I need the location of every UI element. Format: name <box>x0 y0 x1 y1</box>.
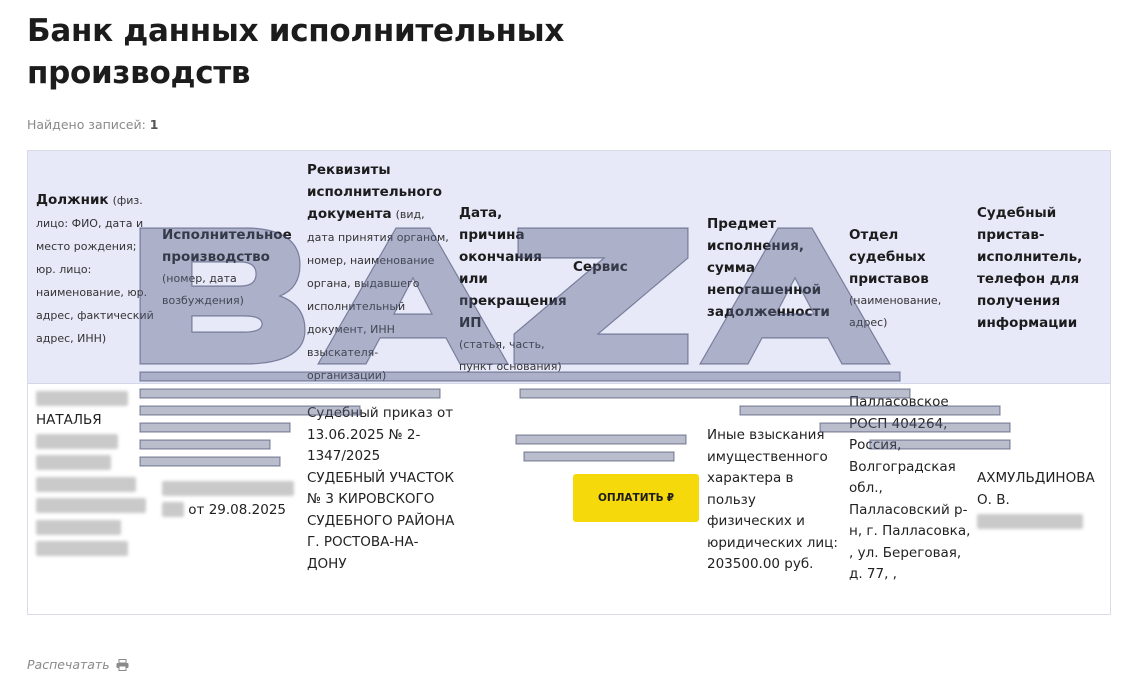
records-found-label: Найдено записей: <box>27 117 146 132</box>
printer-icon <box>116 658 129 671</box>
header-department: Отдел судебных приставов (наименование, … <box>849 227 942 329</box>
redacted-text <box>162 480 294 496</box>
redacted-text <box>36 390 128 406</box>
records-found: Найдено записей: 1 <box>27 117 159 132</box>
print-link[interactable]: Распечатать <box>27 657 129 672</box>
header-debtor: Должник (физ. лицо: ФИО, дата и место ро… <box>36 192 154 345</box>
redacted-text <box>36 519 121 535</box>
header-end-date: Дата, причина окончания или прекращения … <box>459 205 567 373</box>
redacted-text <box>36 433 118 449</box>
ruble-icon: ₽ <box>666 492 674 504</box>
cell-subject: Иные взыскания имущественного характера … <box>707 427 838 572</box>
redacted-text <box>36 498 146 513</box>
proceeding-date: от 29.08.2025 <box>188 501 287 518</box>
cell-department: Палласовское РОСП 404264, Россия, Волгог… <box>849 394 971 582</box>
redacted-phone <box>977 513 1083 529</box>
header-subject: Предмет исполнения, сумма непогашенной з… <box>707 216 830 320</box>
header-document: Реквизиты исполнительного документа (вид… <box>307 162 449 382</box>
redacted-text <box>36 476 136 492</box>
debtor-name: НАТАЛЬЯ <box>36 411 102 428</box>
header-service: Сервис <box>573 259 628 275</box>
cell-document: Судебный приказ от 13.06.2025 № 2-1347/2… <box>307 405 455 572</box>
page-title: Банк данных исполнительных производств <box>27 13 565 91</box>
redacted-text <box>36 541 128 556</box>
redacted-text <box>36 455 111 470</box>
cell-bailiff: АХМУЛЬДИНОВА О. В. <box>977 468 1107 533</box>
records-found-count: 1 <box>149 117 159 132</box>
results-table: Должник (физ. лицо: ФИО, дата и место ро… <box>27 150 1111 615</box>
header-proceeding: Исполнительное производство (номер, дата… <box>162 227 292 307</box>
cell-debtor: НАТАЛЬЯ <box>36 390 146 560</box>
redacted-text <box>162 502 184 517</box>
pay-button[interactable]: ОПЛАТИТЬ ₽ <box>573 474 699 522</box>
header-bailiff: Судебный пристав-исполнитель, телефон дл… <box>977 205 1083 331</box>
bailiff-name: АХМУЛЬДИНОВА О. В. <box>977 470 1095 508</box>
cell-proceeding: от 29.08.2025 <box>162 478 302 521</box>
